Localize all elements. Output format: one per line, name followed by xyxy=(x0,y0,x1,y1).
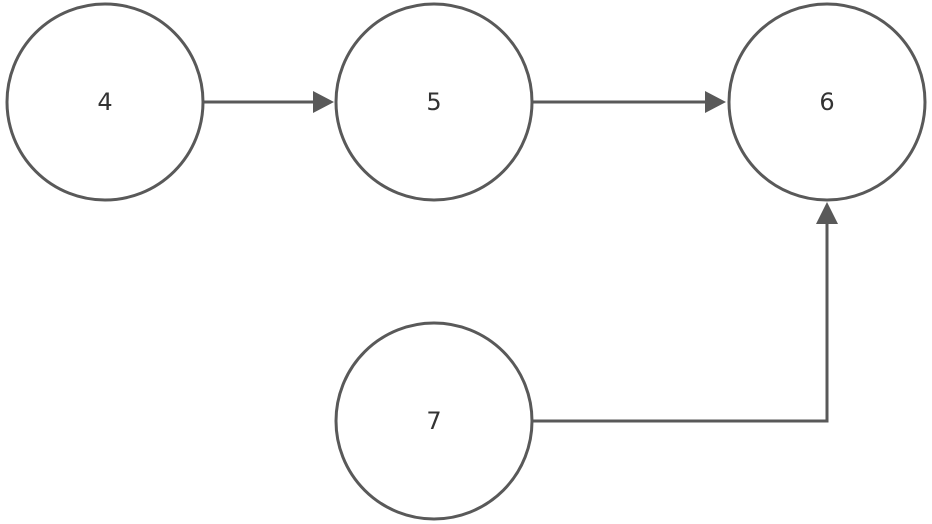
edges xyxy=(204,91,838,423)
node-label: 7 xyxy=(426,407,441,435)
node-7[interactable]: 7 xyxy=(334,321,534,521)
arrow-head xyxy=(705,91,726,113)
arrow-head xyxy=(816,202,838,224)
node-circle xyxy=(334,321,534,521)
node-circle xyxy=(727,2,927,202)
edge-7-to-6 xyxy=(533,202,838,423)
node-label: 4 xyxy=(97,88,112,116)
edge-4-to-5 xyxy=(204,91,334,113)
node-label: 5 xyxy=(426,88,441,116)
node-6[interactable]: 6 xyxy=(727,2,927,202)
node-circle xyxy=(334,2,534,202)
edge-5-to-6 xyxy=(533,91,726,113)
node-circle xyxy=(5,2,205,202)
edge-line xyxy=(533,220,829,423)
node-4[interactable]: 4 xyxy=(5,2,205,202)
arrow-head xyxy=(313,91,334,113)
node-5[interactable]: 5 xyxy=(334,2,534,202)
node-label: 6 xyxy=(819,88,834,116)
